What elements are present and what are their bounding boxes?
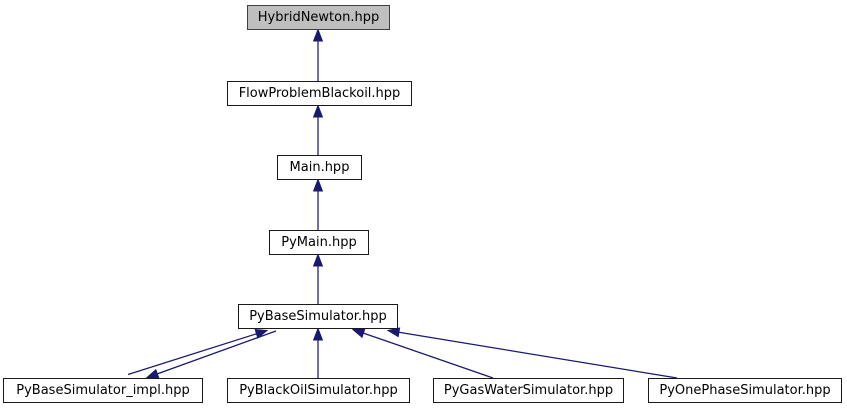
arrowhead-icon bbox=[351, 328, 366, 339]
edge-pybasesimulator-impl-to-pybasesimulator bbox=[127, 329, 269, 376]
arrowhead-icon bbox=[254, 329, 269, 339]
node-pybasesimulator-hpp[interactable]: PyBaseSimulator.hpp bbox=[238, 304, 398, 329]
node-pymain-hpp[interactable]: PyMain.hpp bbox=[269, 230, 369, 255]
arrowhead-icon bbox=[312, 28, 324, 42]
node-main-hpp[interactable]: Main.hpp bbox=[277, 155, 362, 180]
arrowhead-icon bbox=[312, 178, 324, 192]
arrowhead-icon bbox=[386, 327, 401, 338]
node-pyblackoilsimulator-hpp[interactable]: PyBlackOilSimulator.hpp bbox=[227, 378, 410, 403]
arrowhead-icon bbox=[145, 368, 160, 379]
node-hybridnewton-hpp: HybridNewton.hpp bbox=[247, 5, 390, 30]
edge-pymain-to-main bbox=[312, 178, 324, 230]
node-pygaswatersimulator-hpp[interactable]: PyGasWaterSimulator.hpp bbox=[433, 378, 624, 403]
edge-pybasesimulator-to-pybasesimulator-impl bbox=[145, 330, 277, 379]
edge-pyonephasesimulator-to-pybasesimulator bbox=[386, 327, 678, 379]
node-pyonephasesimulator-hpp[interactable]: PyOnePhaseSimulator.hpp bbox=[648, 378, 842, 403]
arrowhead-icon bbox=[312, 253, 324, 267]
node-flowproblemblackoil-hpp[interactable]: FlowProblemBlackoil.hpp bbox=[227, 81, 412, 106]
node-pybasesimulator-impl-hpp[interactable]: PyBaseSimulator_impl.hpp bbox=[3, 378, 203, 403]
edge-main-to-flowproblemblackoil bbox=[312, 104, 324, 155]
arrowhead-icon bbox=[312, 104, 324, 118]
edge-pybasesimulator-to-pymain bbox=[312, 253, 324, 304]
edge-pygaswatersimulator-to-pybasesimulator bbox=[351, 328, 494, 379]
arrowhead-icon bbox=[312, 327, 324, 341]
edge-flowproblemblackoil-to-hybridnewton bbox=[312, 28, 324, 81]
edge-pyblackoilsimulator-to-pybasesimulator bbox=[312, 327, 324, 378]
